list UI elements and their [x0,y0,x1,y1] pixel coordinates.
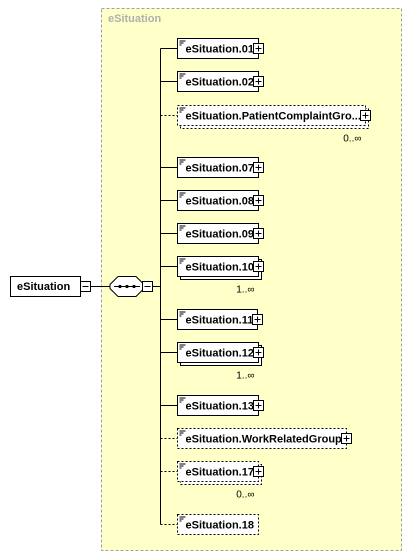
element-label: eSituation.13 [186,401,254,413]
element-type-icon [179,397,186,403]
plus-icon [343,435,350,442]
sequence-compositor[interactable] [109,276,145,297]
occurrence-label: 1..∞ [236,371,254,382]
expand-toggle[interactable] [252,314,263,325]
expand-toggle[interactable] [253,347,264,358]
element-type-icon [179,73,186,79]
element-node[interactable]: eSituation.09 [177,223,259,244]
element-label: eSituation.18 [186,520,254,532]
expand-toggle[interactable] [253,228,264,239]
element-node[interactable]: eSituation.18 [177,514,259,535]
expand-toggle[interactable] [360,110,371,121]
expand-toggle[interactable] [253,76,264,87]
element-type-icon [179,107,186,113]
element-label: eSituation.02 [186,77,254,89]
occurrence-label: 0..∞ [236,490,254,501]
occurrence-label: 1..∞ [236,285,254,296]
expand-toggle[interactable] [341,433,352,444]
element-node[interactable]: eSituation.12 [177,342,262,366]
element-type-icon [179,40,186,46]
plus-icon [255,402,262,409]
element-node[interactable]: eSituation.17 [177,461,262,485]
element-label: eSituation.09 [186,229,254,241]
element-node[interactable]: eSituation.13 [177,395,259,416]
expand-toggle[interactable] [253,162,264,173]
plus-icon [255,468,262,475]
element-type-icon [179,430,186,436]
element-label: eSituation.10 [186,262,254,274]
plus-icon [255,164,262,171]
element-node[interactable]: eSituation.WorkRelatedGroup [177,428,347,449]
element-type-icon [179,258,186,264]
plus-icon [255,230,262,237]
element-label: eSituation.17 [186,467,254,479]
element-type-icon [179,225,186,231]
plus-icon [255,263,262,270]
plus-icon [255,197,262,204]
plus-icon [254,316,261,323]
occurrence-label: 0..∞ [343,134,361,145]
element-type-icon [179,516,186,522]
element-label: eSituation.PatientComplaintGro... [186,111,361,123]
element-type-icon [179,344,186,350]
element-label: eSituation.07 [186,163,254,175]
element-type-icon [179,159,186,165]
plus-icon [255,349,262,356]
element-node[interactable]: eSituation.11 [177,309,258,330]
element-label: eSituation.01 [186,44,254,56]
element-type-icon [179,311,186,317]
root-element-label: eSituation [17,281,70,293]
expand-toggle[interactable] [253,466,264,477]
expand-toggle[interactable] [253,261,264,272]
expand-toggle[interactable] [253,400,264,411]
element-type-icon [179,463,186,469]
sequence-collapse-toggle[interactable] [142,281,153,292]
plus-icon [362,112,369,119]
element-label: eSituation.08 [186,196,254,208]
element-label: eSituation.12 [186,348,254,360]
element-node[interactable]: eSituation.PatientComplaintGro... [177,105,369,129]
element-type-icon [179,192,186,198]
group-title: eSituation [108,13,161,25]
element-label: eSituation.WorkRelatedGroup [186,434,343,446]
root-collapse-toggle[interactable] [80,281,91,292]
plus-icon [255,45,262,52]
element-label: eSituation.11 [186,315,254,327]
plus-icon [255,78,262,85]
element-node[interactable]: eSituation.02 [177,71,259,92]
expand-toggle[interactable] [253,43,264,54]
expand-toggle[interactable] [253,195,264,206]
element-node[interactable]: eSituation.07 [177,157,259,178]
element-node[interactable]: eSituation.10 [177,256,262,280]
element-node[interactable]: eSituation.01 [177,38,259,59]
element-node[interactable]: eSituation.08 [177,190,259,211]
root-element[interactable]: eSituation [10,276,81,297]
